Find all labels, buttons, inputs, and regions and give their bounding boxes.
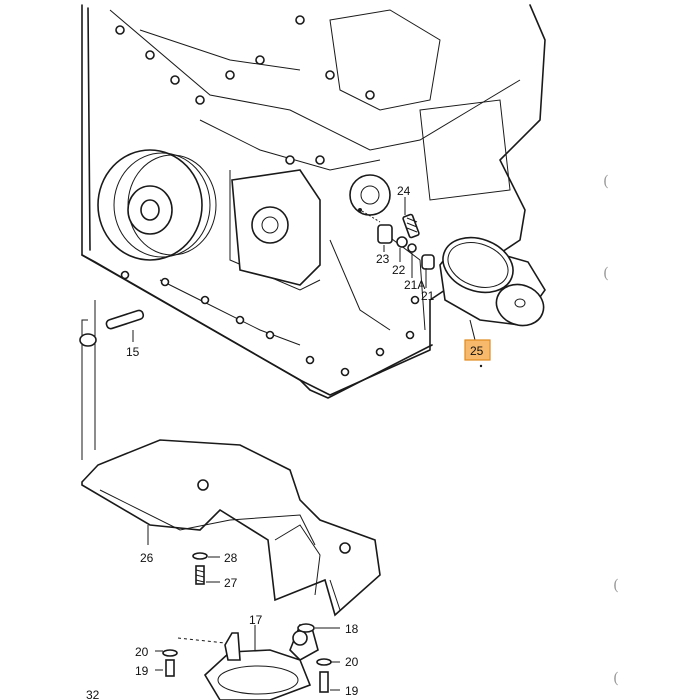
crankshaft-pulley — [97, 149, 217, 261]
dowel-pin — [79, 300, 145, 460]
block-bolts — [115, 15, 420, 377]
margin-mark: ( — [613, 576, 619, 594]
callout-labels: 15 17 18 19 19 20 20 21 21A 22 23 24 25 … — [86, 184, 484, 700]
engine-block — [81, 4, 546, 399]
callout-15[interactable]: 15 — [126, 345, 140, 359]
callout-20-left[interactable]: 20 — [135, 645, 149, 659]
callout-25[interactable]: 25 — [470, 344, 484, 358]
callout-19-right[interactable]: 19 — [345, 684, 359, 698]
callout-21A[interactable]: 21A — [404, 278, 425, 292]
oil-pump-housing — [231, 169, 391, 286]
callout-18[interactable]: 18 — [345, 622, 359, 636]
bypass-valve-parts — [358, 208, 435, 270]
callout-23[interactable]: 23 — [376, 252, 390, 266]
oil-baffle-plate — [81, 439, 381, 617]
callout-24[interactable]: 24 — [397, 184, 411, 198]
callout-28[interactable]: 28 — [224, 551, 238, 565]
callout-22[interactable]: 22 — [392, 263, 406, 277]
oil-filter — [439, 236, 546, 327]
baffle-screws — [192, 552, 208, 585]
leader-lines — [132, 197, 476, 691]
oil-strainer — [162, 623, 332, 700]
callout-32[interactable]: 32 — [86, 688, 100, 700]
margin-mark: ( — [603, 172, 609, 190]
callout-19-left[interactable]: 19 — [135, 664, 149, 678]
callout-27[interactable]: 27 — [224, 576, 238, 590]
callout-25-highlight[interactable] — [464, 339, 491, 361]
margin-marks: ( ( ( ( — [603, 172, 619, 687]
callout-26[interactable]: 26 — [140, 551, 154, 565]
margin-mark: ( — [613, 669, 619, 687]
margin-mark: ( — [603, 264, 609, 282]
callout-20-right[interactable]: 20 — [345, 655, 359, 669]
callout-17[interactable]: 17 — [249, 613, 263, 627]
callout-21[interactable]: 21 — [421, 289, 435, 303]
